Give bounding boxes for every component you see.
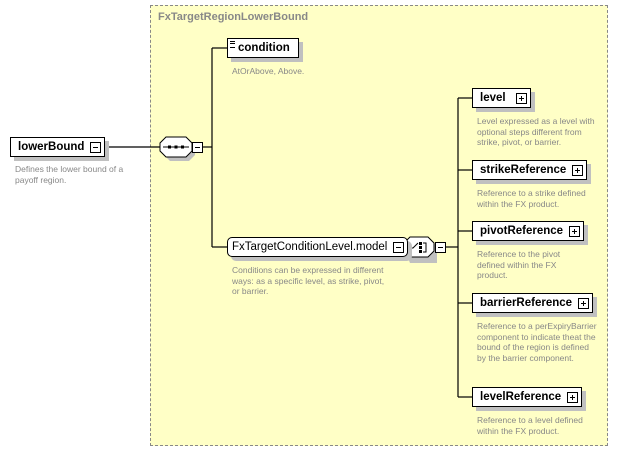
element-label: levelReference [480,391,562,403]
element-levelReference[interactable]: levelReference [472,387,583,407]
group-label: FxTargetConditionLevel.model [232,241,388,253]
expand-button[interactable] [572,164,584,176]
group-FxTargetConditionLevel-model[interactable]: FxTargetConditionLevel.model [227,237,409,257]
element-strikeReference[interactable]: strikeReference [472,160,588,180]
element-label: strikeReference [480,164,567,176]
expand-button[interactable] [515,92,527,104]
element-condition[interactable]: condition [227,38,299,58]
expand-button[interactable] [569,225,581,237]
element-label: barrierReference [480,297,573,309]
collapse-button[interactable] [90,141,102,153]
expand-button[interactable] [578,297,590,309]
element-description: Reference to the pivot defined within th… [477,249,561,280]
expand-button[interactable] [567,391,579,403]
collapse-sequence-button[interactable] [192,142,203,153]
attribute-lines-icon [230,41,235,48]
choice-compositor-icon [403,236,437,263]
sequence-compositor-icon [159,136,195,161]
element-barrierReference[interactable]: barrierReference [472,293,594,313]
element-pivotReference[interactable]: pivotReference [472,221,585,241]
element-description: Reference to a level defined within the … [477,415,583,436]
element-label: condition [238,42,290,54]
element-description: AtOrAbove, Above. [232,66,305,76]
element-description: Reference to a perExpiryBarrier componen… [477,321,597,363]
group-description: Conditions can be expressed in different… [232,265,385,296]
collapse-button[interactable] [393,241,405,253]
element-description: Reference to a strike defined within the… [477,188,586,209]
collapse-choice-button[interactable] [435,242,446,253]
element-label: level [480,92,506,104]
element-label: lowerBound [18,141,85,153]
element-lowerBound[interactable]: lowerBound [10,137,106,157]
element-level[interactable]: level [472,88,531,108]
element-description: Level expressed as a level with optional… [477,116,595,147]
group-title: FxTargetRegionLowerBound [158,11,309,23]
element-description: Defines the lower bound of a payoff regi… [15,164,124,185]
element-label: pivotReference [480,225,564,237]
